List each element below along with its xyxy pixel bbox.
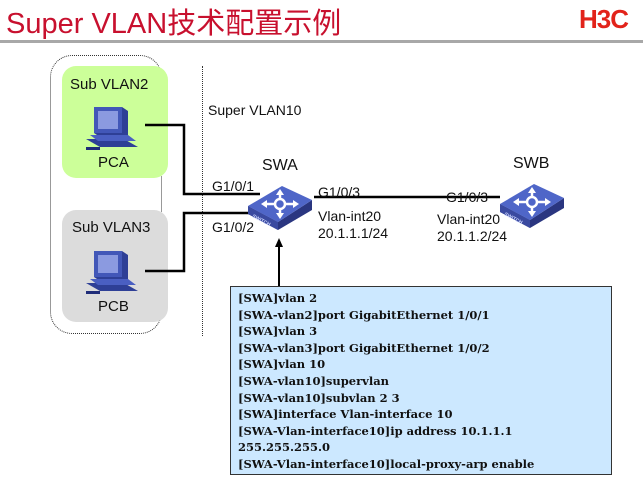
switch-icon: SWITCH — [500, 184, 564, 228]
super-vlan-group — [50, 55, 162, 334]
swa-interface: Vlan-int20 — [318, 208, 382, 224]
pc-icon — [86, 251, 138, 294]
config-line: [SWA]vlan 3 — [238, 324, 318, 339]
swb-ip: 20.1.1.2/24 — [437, 228, 508, 244]
super-vlan-label: Super VLAN10 — [208, 102, 302, 118]
pc-icon — [86, 107, 138, 150]
swa-port-g1-0-1: G1/0/1 — [212, 178, 255, 194]
config-line: [SWA]vlan 10 — [238, 357, 326, 372]
config-line: [SWA-vlan10]supervlan — [238, 373, 390, 388]
swa-ip: 20.1.1.1/24 — [318, 225, 389, 241]
pca-label: PCA — [98, 154, 129, 171]
link-pcb-swa — [145, 211, 250, 273]
arrow-head — [275, 238, 283, 247]
config-line: [SWA-Vlan-interface10]ip address 10.1.1.… — [238, 423, 513, 438]
swa-port-g1-0-2: G1/0/2 — [212, 219, 255, 235]
swb-interface: Vlan-int20 — [437, 211, 501, 227]
swa-port-g1-0-3: G1/0/3 — [318, 184, 361, 200]
sub-vlan3-label: Sub VLAN3 — [72, 219, 151, 236]
config-line: 255.255.255.0 — [238, 440, 331, 455]
config-line: [SWA-vlan10]subvlan 2 3 — [238, 390, 400, 405]
swb-label: SWB — [513, 155, 550, 172]
super-vlan-boundary — [202, 66, 203, 336]
config-line: [SWA]interface Vlan-interface 10 — [238, 407, 453, 422]
switch-icon: SWITCH — [248, 186, 312, 230]
sub-vlan2-label: Sub VLAN2 — [70, 76, 149, 93]
config-box: [SWA]vlan 2 [SWA-vlan2]port GigabitEther… — [230, 286, 612, 475]
swb-port-g1-0-3: G1/0/3 — [446, 189, 489, 205]
config-line: [SWA]vlan 2 — [238, 291, 318, 305]
config-line: [SWA-vlan3]port GigabitEthernet 1/0/2 — [238, 340, 490, 355]
header-divider — [0, 40, 643, 43]
pcb-label: PCB — [98, 298, 129, 315]
swa-label: SWA — [262, 157, 298, 174]
page-title: Super VLAN技术配置示例 — [6, 8, 342, 40]
h3c-logo: H3C — [579, 4, 629, 34]
link-pca-swa — [145, 123, 260, 196]
config-line: [SWA-vlan2]port GigabitEthernet 1/0/1 — [238, 307, 490, 322]
config-line: [SWA-Vlan-interface10]local-proxy-arp en… — [238, 456, 535, 471]
